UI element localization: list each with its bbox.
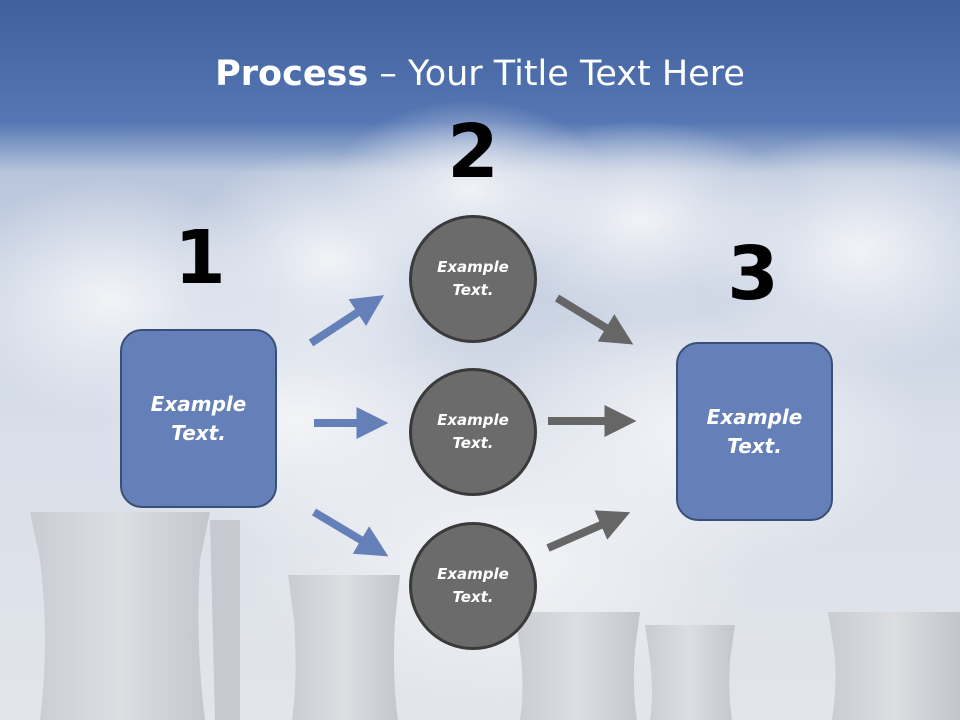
step-number-3: 3 [727, 231, 779, 317]
step-number-1: 1 [174, 215, 226, 301]
middle-circle: Example Text. [409, 368, 537, 496]
arrow-to-bottom-circle [311, 508, 389, 557]
slide-title: Process – Your Title Text Here [0, 52, 960, 96]
cooling-towers [30, 512, 960, 720]
arrow-from-top-circle [554, 294, 634, 345]
bottom-circle-text: Example Text. [437, 565, 509, 606]
arrow-from-bottom-circle [546, 510, 631, 552]
title-rest-part: – Your Title Text Here [368, 54, 745, 94]
left-box-text: Example Text. [150, 391, 247, 445]
right-box-text: Example Text. [706, 404, 803, 458]
bottom-circle: Example Text. [409, 522, 537, 650]
top-circle: Example Text. [409, 215, 537, 343]
title-bold-part: Process [215, 54, 369, 94]
left-process-box: Example Text. [120, 329, 277, 508]
top-circle-text: Example Text. [437, 258, 509, 299]
step-number-2: 2 [447, 109, 499, 195]
arrow-to-top-circle [308, 295, 385, 347]
middle-circle-text: Example Text. [437, 411, 509, 452]
right-process-box: Example Text. [676, 342, 833, 521]
